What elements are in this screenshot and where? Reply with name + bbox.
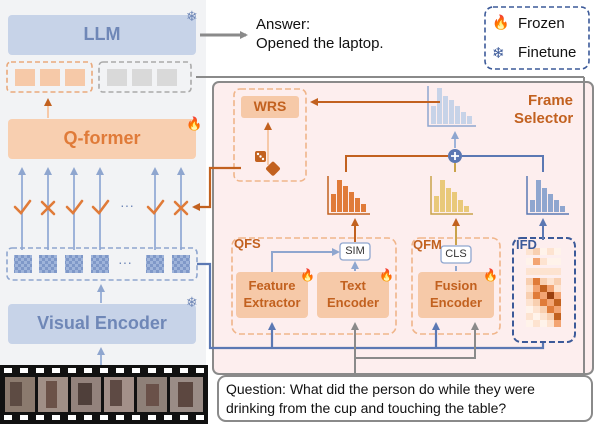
- frame-selector-title-2: Selector: [514, 110, 574, 127]
- frame-feature-route: [197, 262, 545, 350]
- feature-extractor-label-1: Feature: [248, 278, 296, 293]
- flame-icon: 🔥: [300, 268, 315, 282]
- flame-icon: 🔥: [483, 268, 498, 282]
- wrs-group: [233, 88, 307, 182]
- legend-finetune-label: Finetune: [518, 44, 577, 61]
- final-score-histogram: [427, 86, 476, 127]
- question-text-1: Question: What did the person do while t…: [226, 381, 535, 397]
- legend-frozen-label: Frozen: [518, 15, 565, 32]
- fusion-encoder-label-2: Encoder: [429, 295, 482, 310]
- ifd-label: IFD: [516, 237, 537, 252]
- video-frames-strip: [0, 365, 208, 424]
- question-route: [354, 322, 479, 376]
- cls-label: CLS: [445, 248, 467, 260]
- snowflake-icon: ❄: [186, 8, 198, 24]
- feature-extractor-label-2: Extractor: [243, 295, 301, 310]
- qfs-merge-line: [345, 155, 448, 172]
- wrs-to-selection-arrow: [192, 166, 241, 211]
- fusion-encoder-label-1: Fusion: [434, 278, 478, 293]
- check-icon: [91, 199, 110, 215]
- text-token: [132, 69, 152, 86]
- llm-box: [8, 15, 196, 55]
- cross-icon: [173, 200, 189, 216]
- question-box: [217, 375, 593, 422]
- frame-token-group: [6, 247, 198, 281]
- ellipsis-marks: ···: [120, 197, 134, 213]
- text-encoder-label-2: Encoder: [326, 295, 379, 310]
- flame-icon: 🔥: [186, 116, 203, 131]
- query-token: [40, 69, 60, 86]
- legend-box: [484, 6, 590, 70]
- qformer-box: [8, 119, 196, 159]
- qfs-group: [231, 237, 397, 335]
- visual-encoder-label: Visual Encoder: [37, 313, 167, 333]
- qfs-histogram: [327, 176, 370, 215]
- query-token: [15, 69, 35, 86]
- sim-label: SIM: [345, 245, 365, 257]
- ifd-merge-line: [462, 155, 544, 172]
- flame-icon: 🔥: [492, 14, 510, 30]
- qfm-label: QFM: [413, 237, 442, 252]
- check-icon: [13, 199, 32, 215]
- feature-extractor-box: [236, 272, 308, 318]
- answer-text: Opened the laptop.: [256, 35, 384, 52]
- answer-label: Answer:: [256, 16, 311, 33]
- plus-circle-icon: [448, 149, 462, 163]
- qfm-histogram: [430, 176, 473, 215]
- ifd-histogram: [526, 176, 569, 215]
- fusion-encoder-box: [418, 272, 494, 318]
- snowflake-icon: ❄: [186, 294, 198, 310]
- text-token-group: [98, 61, 192, 93]
- text-token: [107, 69, 127, 86]
- sim-box: [339, 242, 371, 261]
- check-icon: [65, 199, 84, 215]
- text-encoder-label-1: Text: [340, 278, 366, 293]
- cls-box: [440, 245, 472, 264]
- feature-to-sim-arrow: [271, 248, 340, 272]
- selection-marks: [13, 199, 189, 216]
- qfs-label: QFS: [234, 236, 261, 251]
- wrs-label: WRS: [253, 98, 287, 114]
- question-text-2: drinking from the cup and touching the t…: [226, 400, 507, 416]
- ellipsis-tokens: ···: [118, 254, 132, 270]
- snowflake-icon: ❄: [492, 45, 505, 62]
- wrs-box: [241, 96, 299, 118]
- qformer-label: Q-former: [63, 128, 141, 148]
- cross-icon: [40, 200, 56, 216]
- flame-icon: 🔥: [379, 268, 394, 282]
- llm-label: LLM: [83, 24, 121, 44]
- frame-selector-title-1: Frame: [528, 92, 574, 109]
- text-token: [157, 69, 177, 86]
- text-encoder-box: [317, 272, 389, 318]
- ifd-similarity-matrix: [526, 248, 561, 327]
- query-token: [65, 69, 85, 86]
- dice-icon: [255, 151, 280, 176]
- visual-encoder-box: [8, 304, 196, 344]
- check-icon: [146, 199, 165, 215]
- frame-tokens: [14, 255, 190, 273]
